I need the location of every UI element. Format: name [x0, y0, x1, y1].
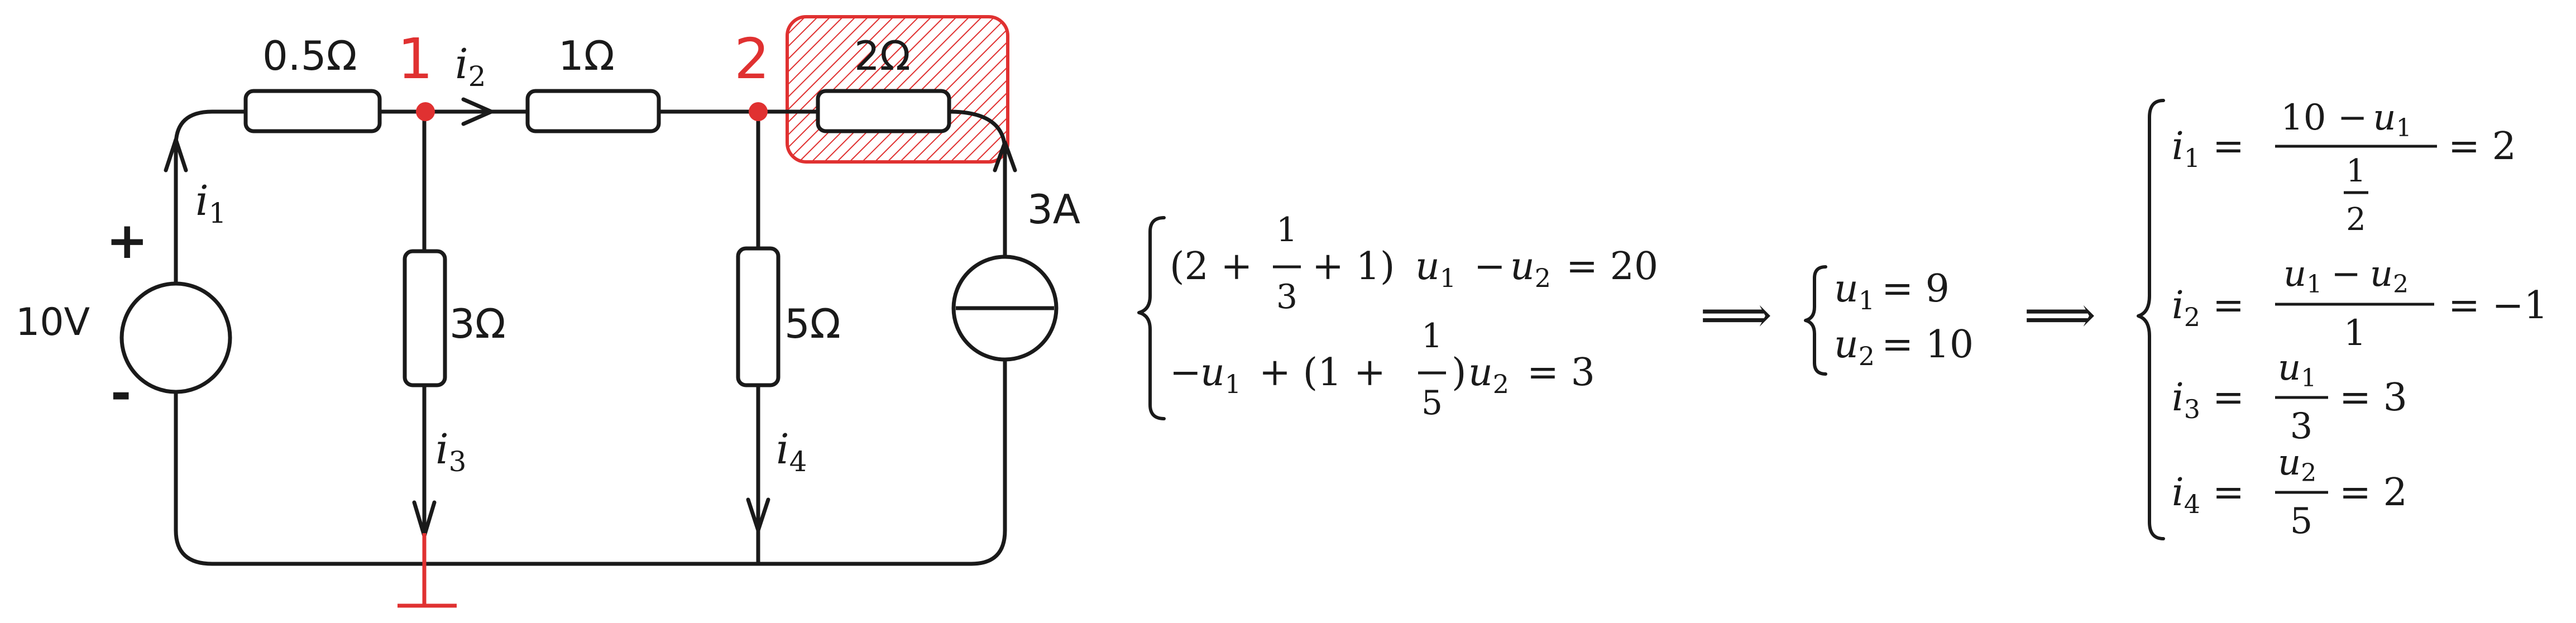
label-i2: i2	[455, 40, 486, 93]
sys3-row2-num: u1−u2	[2283, 253, 2409, 299]
sys3-row4-num: u2	[2278, 442, 2316, 487]
resistor-5ohm	[736, 246, 781, 387]
equation-system-2: u1= 9 u2= 10	[1804, 265, 1974, 376]
label-i3: i3	[435, 425, 466, 478]
arrow-i4	[746, 497, 770, 533]
brace-2	[1804, 265, 1827, 376]
sys1-row1-a: (2 +	[1170, 245, 1252, 289]
resistor-2ohm	[816, 89, 951, 133]
arrow-3a	[993, 140, 1017, 172]
sys1-row1-b: + 1)	[1312, 245, 1395, 289]
label-node-2: 2	[734, 26, 770, 92]
arrow-i1	[164, 137, 188, 172]
label-10v: 10V	[16, 300, 90, 344]
sys1-row2-frac-num: 1	[1421, 317, 1443, 356]
sys3-row1-lhs: i1=	[2172, 124, 2244, 173]
sys3-row4-rhs: = 2	[2339, 471, 2407, 515]
resistor-1ohm	[525, 89, 661, 133]
sys1-row2-c: )	[1452, 351, 1467, 395]
label-0-5ohm: 0.5Ω	[262, 32, 357, 79]
implies-arrow-1: ⟹	[1700, 286, 1772, 344]
brace-1	[1137, 216, 1166, 420]
label-i4: i4	[776, 425, 807, 478]
sys3-row2-den: 1	[2344, 313, 2367, 354]
sys3-row3-den: 3	[2290, 406, 2313, 447]
voltage-source	[119, 281, 232, 394]
label-minus: -	[111, 364, 131, 423]
label-1ohm: 1Ω	[558, 32, 615, 79]
sys3-row1-rhs: = 2	[2448, 124, 2516, 169]
sys1-row1-minus: −	[1474, 245, 1506, 289]
sys1-row2-u1: u1	[1200, 351, 1241, 399]
sys3-row4-lhs: i4=	[2172, 471, 2244, 519]
circuit: 0.5Ω 1Ω 2Ω 3Ω 5Ω 10V + - 3A 1 2 i1 i2 i3…	[16, 15, 1080, 608]
sys3-row2-lhs: i2=	[2172, 284, 2244, 332]
resistor-0-5ohm	[243, 89, 382, 133]
equation-system-3: i1= 10 −u1 1 2 = 2 i2= u1−u2 1 = −1 i3= …	[2137, 97, 2548, 542]
sys1-row2-a: −	[1170, 351, 1201, 395]
sys3-row1-num: 10 −u1	[2281, 97, 2412, 142]
node-2-dot	[749, 102, 768, 121]
sys2-row1: u1= 9	[1834, 267, 1950, 315]
wire-right-down	[174, 352, 1007, 566]
sys3-row1-den-den: 2	[2346, 202, 2366, 238]
brace-3	[2137, 99, 2165, 540]
label-5ohm: 5Ω	[784, 300, 841, 347]
label-node-1: 1	[398, 26, 433, 92]
sys3-row2-rhs: = −1	[2448, 284, 2548, 328]
label-2ohm: 2Ω	[854, 32, 911, 79]
sys1-row2-frac-den: 5	[1421, 384, 1443, 423]
label-i1: i1	[195, 177, 226, 229]
sys3-row3-lhs: i3=	[2172, 376, 2244, 424]
resistor-3ohm	[403, 249, 447, 387]
label-3a: 3A	[1027, 186, 1080, 233]
sys1-row1-u1: u1	[1415, 245, 1456, 293]
sys1-row2-rhs: = 3	[1527, 351, 1595, 395]
sys1-row1-rhs: = 20	[1566, 245, 1658, 289]
implies-arrow-2: ⟹	[2024, 286, 2096, 344]
sys1-row1-u2: u2	[1510, 245, 1551, 293]
sys2-row2: u2= 10	[1834, 323, 1974, 371]
sys3-row1-den-num: 1	[2346, 153, 2366, 189]
sys1-row2-u2: u2	[1468, 351, 1509, 399]
label-plus: +	[106, 212, 148, 270]
sys1-row2-b: + (1 +	[1259, 351, 1386, 395]
sys1-row1-frac-den: 3	[1276, 277, 1297, 317]
sys1-row1-frac-num: 1	[1276, 210, 1297, 250]
sys3-row3-num: u1	[2278, 347, 2316, 392]
sys3-row3-rhs: = 3	[2339, 376, 2407, 420]
arrow-i2	[461, 97, 494, 126]
node-1-dot	[416, 102, 435, 121]
equation-system-1: (2 + 1 3 + 1) u1 − u2 = 20 − u1 + (1 + 1…	[1137, 210, 1658, 423]
label-3ohm: 3Ω	[449, 300, 506, 347]
sys3-row4-den: 5	[2290, 501, 2313, 542]
